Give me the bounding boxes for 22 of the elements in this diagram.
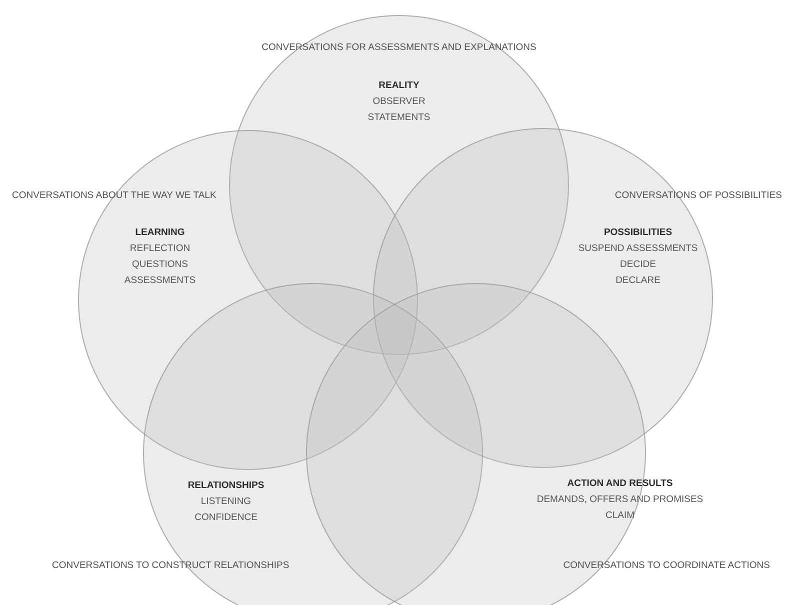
circle-item: SUSPEND ASSESSMENTS: [578, 243, 698, 255]
circle-item: DEMANDS, OFFERS AND PROMISES: [536, 494, 704, 506]
circle-item: LISTENING: [200, 496, 252, 508]
circle-item: STATEMENTS: [368, 112, 430, 124]
circle-item: DECIDE: [620, 259, 656, 271]
circle-heading: REALITY: [378, 80, 420, 92]
circle-heading: ACTION AND RESULTS: [567, 478, 673, 490]
conversation-label: CONVERSATIONS TO CONSTRUCT RELATIONSHIPS: [52, 560, 290, 572]
conversation-label: CONVERSATIONS FOR ASSESSMENTS AND EXPLANATIONS: [262, 42, 536, 54]
circle-item: OBSERVER: [372, 96, 426, 108]
circle-item: REFLECTION: [130, 243, 190, 255]
circle-heading: POSSIBILITIES: [604, 227, 672, 239]
circle-item: ASSESSMENTS: [124, 275, 196, 287]
circle-item: QUESTIONS: [132, 259, 188, 271]
circle-item: DECLARE: [616, 275, 660, 287]
circle-heading: RELATIONSHIPS: [188, 480, 264, 492]
circle-item: CONFIDENCE: [194, 512, 258, 524]
circle-item: CLAIM: [605, 510, 635, 522]
conversation-label: CONVERSATIONS ABOUT THE WAY WE TALK: [12, 190, 216, 202]
conversation-label: CONVERSATIONS OF POSSIBILITIES: [614, 190, 782, 202]
circle-heading: LEARNING: [135, 227, 185, 239]
conversation-label: CONVERSATIONS TO COORDINATE ACTIONS: [563, 560, 770, 572]
